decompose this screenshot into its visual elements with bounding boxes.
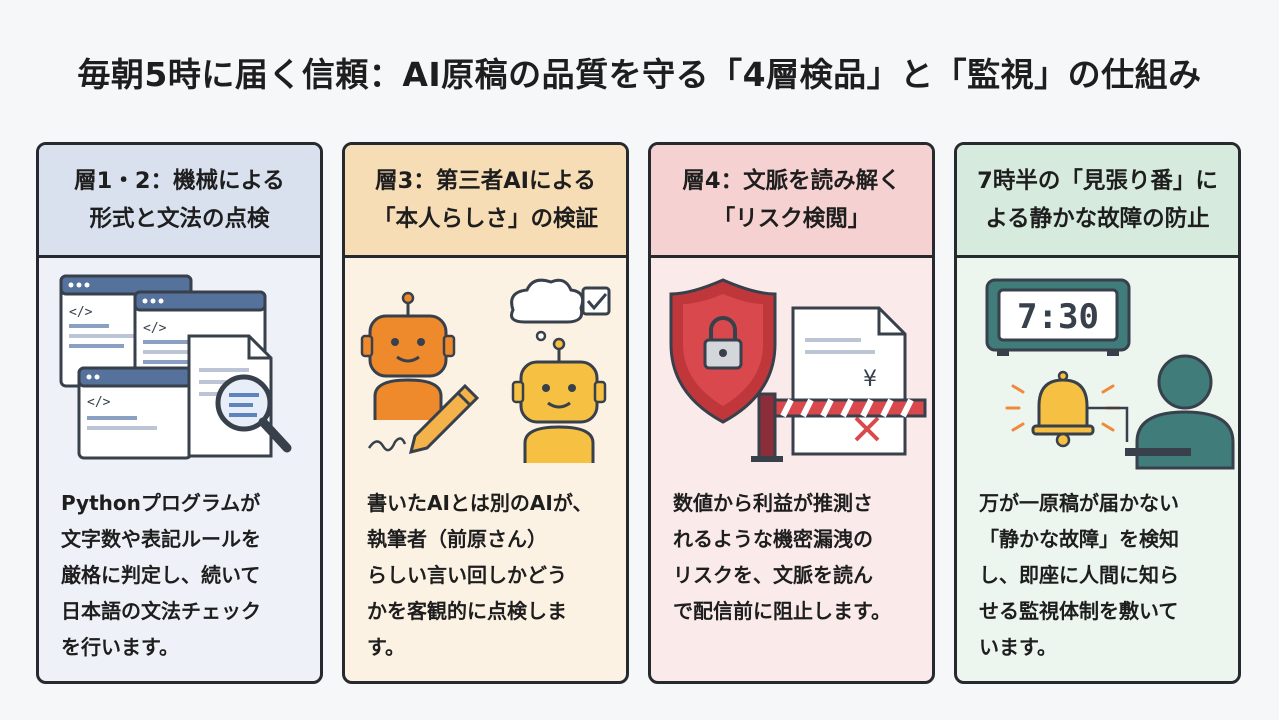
svg-text:7:30: 7:30 [1017, 297, 1099, 337]
card-description: 万が一原稿が届かない 「静かな故障」を検知 し、即座に人間に知ら せる監視体制を… [979, 491, 1179, 659]
card-layer-4: 層4：文脈を読み解く 「リスク検閲」 ¥ [648, 142, 935, 684]
svg-text:</>: </> [87, 395, 111, 410]
barrier-gate-icon [751, 392, 927, 462]
yen-icon: ¥ [863, 367, 877, 392]
pencil-icon [367, 383, 480, 455]
magnifier-icon [215, 374, 292, 453]
writing-robot-icon [360, 291, 456, 420]
heading-line-1: 層3：第三者AIによる [375, 168, 596, 194]
heading-line-1: 7時半の「見張り番」に [977, 168, 1218, 194]
watch-illustration: 7:30 [957, 258, 1238, 478]
card-heading: 層3：第三者AIによる 「本人らしさ」の検証 [345, 145, 626, 258]
heading-line-2: 形式と文法の点検 [89, 206, 270, 232]
svg-text:</>: </> [69, 305, 93, 320]
heading-line-2: よる静かな故障の防止 [985, 206, 1210, 232]
card-layer-1-2: 層1・2：機械による 形式と文法の点検 </> </> [36, 142, 323, 684]
checkbox-icon [581, 286, 611, 316]
robots-illustration [345, 258, 626, 478]
card-description: 数値から利益が推測さ れるような機密漏洩の リスクを、文脈を読ん で配信前に阻止… [673, 491, 891, 623]
card-description: 書いたAIとは別のAIが、 執筆者（前原さん） らしい言い回しかどう かを客観的… [367, 491, 593, 659]
heading-line-1: 層4：文脈を読み解く [682, 168, 901, 194]
thought-cloud-icon [510, 278, 585, 342]
card-heading: 層4：文脈を読み解く 「リスク検閲」 [651, 145, 932, 258]
code-documents-illustration: </> </> </> [39, 258, 320, 478]
heading-line-2: 「本人らしさ」の検証 [372, 206, 598, 232]
document-icon: ¥ [791, 306, 907, 456]
heading-line-1: 層1・2：機械による [74, 168, 285, 194]
person-icon [1087, 354, 1235, 470]
shield-lock-icon [669, 278, 777, 424]
heading-line-2: 「リスク検閲」 [712, 206, 871, 232]
risk-block-illustration: ¥ [651, 258, 932, 478]
digital-clock-icon: 7:30 [985, 278, 1131, 356]
svg-text:</>: </> [143, 321, 167, 336]
code-window-icon: </> [77, 366, 193, 460]
page-title: 毎朝5時に届く信頼：AI原稿の品質を守る「4層検品」と「監視」の仕組み [77, 55, 1202, 94]
card-description: Pythonプログラムが 文字数や表記ルールを 厳格に判定し、続いて 日本語の文… [61, 491, 261, 659]
card-layer-3: 層3：第三者AIによる 「本人らしさ」の検証 [342, 142, 629, 684]
bell-icon [1005, 370, 1121, 448]
card-heading: 層1・2：機械による 形式と文法の点検 [39, 145, 320, 258]
card-heading: 7時半の「見張り番」に よる静かな故障の防止 [957, 145, 1238, 258]
card-monitoring: 7時半の「見張り番」に よる静かな故障の防止 7:30 [954, 142, 1241, 684]
checking-robot-icon [511, 337, 607, 463]
